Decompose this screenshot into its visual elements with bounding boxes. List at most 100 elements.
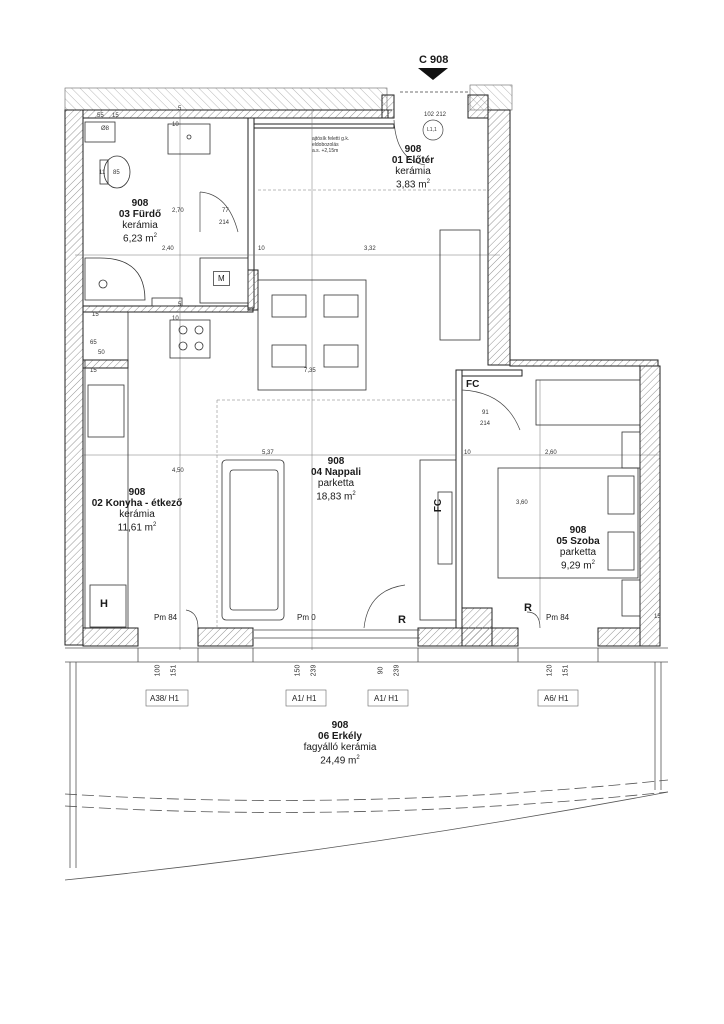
room-name: 06 Erkély [318,731,362,742]
room-area: 3,83 m [396,179,427,191]
dim-label: 3,60 [516,500,528,506]
dim-label: 50 [98,350,105,356]
luminaire-tag: L1,1 [427,127,437,133]
room-number: 908 [569,525,587,536]
area-unit-exponent: 2 [591,560,595,566]
room-number: 908 [327,456,345,467]
dim-label: 3,32 [364,246,376,252]
door-swings [185,119,541,639]
window-height: 239 [393,664,401,677]
dim-label: 102 [424,112,435,118]
bathroom-fixtures [84,121,249,307]
area-unit-exponent: 2 [356,755,360,761]
interior-walls [82,117,523,647]
dim-label: 11 [99,170,106,176]
dim-label: 5,37 [262,450,274,456]
dim-label: 85 [113,170,120,176]
dim-label: 15 [92,312,99,318]
dim-label: 2,40 [162,246,174,252]
kitchen-fixtures [84,312,211,628]
dim-label: 2,60 [545,450,557,456]
dim-label: 212 [436,112,447,118]
ceiling-note: ajtósík feletti g.k. eldobozolás a.s. +2… [312,136,349,154]
entry-arrow [400,68,470,141]
dim-label: 77 [222,208,229,214]
area-unit-exponent: 2 [352,491,356,497]
bedroom-furniture [497,379,641,617]
note-line: a.s. +2,15m [312,148,339,154]
window-tag: A1/ H1 [292,694,317,703]
room-floor: parketta [317,478,355,489]
exterior-walls [64,94,661,647]
dim-label: 214 [480,421,491,427]
top-slab [64,84,513,111]
balcony [64,647,669,881]
radiator-tag: R [398,614,406,626]
room-area: 24,49 m [320,755,357,767]
window-tag: A1/ H1 [374,694,399,703]
dim-label: 4,50 [172,468,184,474]
room-floor: parketta [559,547,597,558]
window-height: 151 [170,664,178,677]
parapet-height: Pm 84 [546,613,570,622]
room-number: 908 [404,144,422,155]
dim-label: 15 [654,614,661,620]
window-width: 90 [377,666,385,675]
note-line: ajtósík feletti g.k. [312,136,350,142]
dim-label: 2,70 [172,208,184,214]
room-floor: kerámia [122,220,158,231]
window-width: 150 [294,664,302,677]
area-unit-exponent: 2 [153,233,157,239]
room-area: 6,23 m [123,233,154,245]
fc-tag-side: FC [433,498,445,513]
room-name: 01 Előtér [391,155,435,166]
room-name: 04 Nappali [310,467,362,478]
meter-box-tag: M [213,271,230,286]
room-floor: kerámia [119,509,155,520]
dim-label: 10 [172,122,179,128]
living-furniture [221,229,481,621]
room-name: 02 Konyha - étkező [91,498,183,509]
dim-label: 65 [90,340,97,346]
dim-label: 10 [258,246,265,252]
dim-label: 15 [90,368,97,374]
room-floor: fagyálló kerámia [303,742,377,753]
dim-label: 55 [97,113,104,119]
dining-set [257,279,367,391]
dim-label: 15 [112,113,119,119]
dim-label: 91 [482,410,489,416]
room-number: 908 [331,720,349,731]
heater-tag: H [100,598,108,610]
window-width: 100 [154,664,162,677]
fc-tag-top: FC [466,379,480,390]
room-label-szoba: 908 05 Szoba parketta 9,29 m2 [543,525,613,571]
room-label-nappali: 908 04 Nappali parketta 18,83 m2 [296,456,376,502]
dim-label: 7,35 [304,368,316,374]
dim-label: 10 [464,450,471,456]
room-area: 11,61 m [117,522,154,534]
window-width: 120 [546,664,554,677]
room-floor: kerámia [395,166,431,177]
parapet-height: Pm 0 [297,613,316,622]
note-line: eldobozolás [312,142,339,148]
dim-label: Ø8 [101,126,110,132]
window-height: 239 [310,664,318,677]
room-label-konyha: 908 02 Konyha - étkező kerámia 11,61 m2 [84,487,190,533]
room-area: 9,29 m [561,560,592,572]
dim-label: 214 [219,220,230,226]
area-unit-exponent: 2 [153,522,157,528]
room-number: 908 [131,198,149,209]
room-name: 05 Szoba [556,536,600,547]
window-tag: A6/ H1 [544,694,569,703]
radiator-tag: R [524,602,532,614]
guide-lines [75,110,660,650]
room-label-erkely: 908 06 Erkély fagyálló kerámia 24,49 m2 [290,720,390,766]
dim-label: 5 [178,106,182,112]
section-label: C 908 [419,54,449,66]
window-height: 151 [562,664,570,677]
window-tag: A38/ H1 [150,694,179,703]
area-unit-exponent: 2 [426,179,430,185]
window-tag-boxes [145,689,579,707]
room-area: 18,83 m [316,491,353,503]
